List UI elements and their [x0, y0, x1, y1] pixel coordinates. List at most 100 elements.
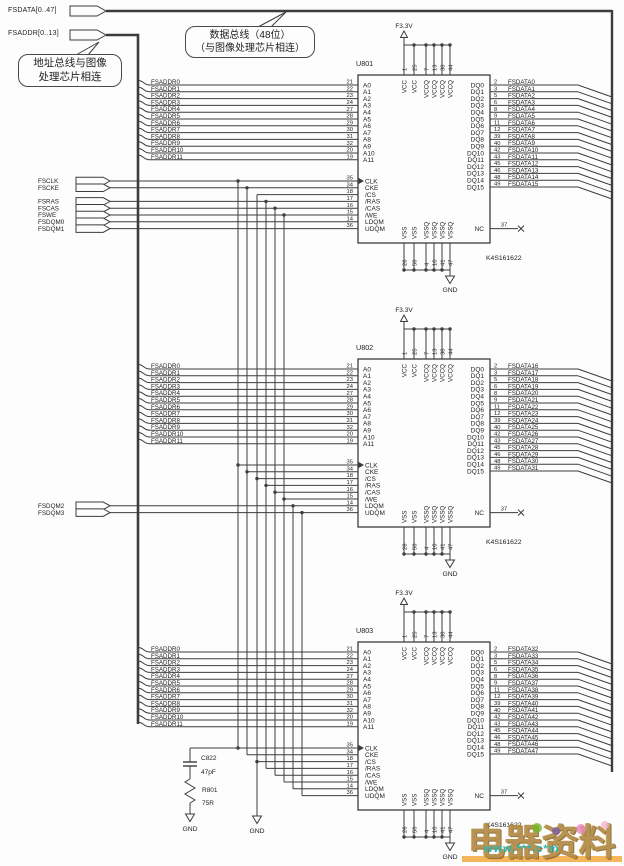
net-label: FSDATA28 — [508, 445, 539, 452]
clock-arrow — [357, 177, 365, 185]
pin-name: A6 — [363, 407, 371, 414]
junction-dot — [424, 610, 428, 614]
pin-number: 49 — [494, 182, 500, 188]
watermark: 电器资料 www.***.c*m — [458, 812, 624, 863]
pin-number: 6 — [494, 384, 497, 390]
pin-name: DQ15 — [467, 751, 484, 758]
pin-number: 14 — [347, 500, 354, 506]
net-label: FSADDR6 — [151, 404, 180, 411]
junction-dot — [412, 43, 416, 47]
pin-name: VSSQ — [424, 506, 431, 523]
pin-number: 24 — [347, 100, 354, 106]
pin-number: 2 — [494, 80, 497, 86]
pin-number: 29 — [347, 404, 353, 410]
pin-number: 17 — [347, 196, 353, 202]
net-label: FSDATA36 — [508, 673, 539, 680]
pin-number: 20 — [347, 148, 353, 154]
addr-branch — [137, 100, 151, 106]
net-label: FSADDR8 — [151, 417, 180, 424]
net-label: FSADDR1 — [151, 370, 180, 377]
net-label: FSADDR9 — [151, 707, 180, 714]
pin-name: VCCQ — [432, 364, 439, 382]
pin-name: VSSQ — [448, 506, 455, 523]
pin-number: 28 — [347, 681, 353, 687]
net-label: FSDATA46 — [508, 741, 539, 748]
dq-diagonal — [577, 746, 613, 760]
junction-dot — [448, 327, 452, 331]
pin-number: 5 — [494, 660, 497, 666]
pin-name: A2 — [363, 663, 371, 670]
junction-dot — [424, 327, 428, 331]
dq-diagonal — [577, 91, 613, 105]
net-label: FSADDR5 — [151, 680, 180, 687]
net-label: FSDATA1 — [508, 86, 535, 93]
pin-number: 8 — [494, 674, 497, 680]
pin-number: 50 — [412, 544, 418, 550]
net-label: FSDATA24 — [508, 417, 539, 424]
dq-diagonal — [577, 118, 613, 132]
watermark-url: www.***.c*m — [484, 843, 560, 855]
net-label: FSDATA20 — [508, 390, 539, 397]
pin-number: 15 — [347, 494, 353, 500]
pin-number: 8 — [494, 391, 497, 397]
pin-number: 17 — [347, 480, 353, 486]
pin-number: 48 — [494, 459, 500, 465]
pin-name: A9 — [363, 428, 371, 435]
watermark-decoration — [532, 823, 542, 833]
net-label: FSDATA38 — [508, 687, 539, 694]
bus-entry-flag — [75, 217, 112, 227]
no-connect-x — [517, 792, 525, 799]
dq-diagonal — [577, 450, 613, 464]
gnd-symbol — [444, 275, 456, 285]
dq-diagonal — [577, 443, 613, 457]
junction-dot — [402, 552, 406, 556]
pin-name: VCCQ — [448, 364, 455, 382]
pin-name: DQ12 — [467, 448, 484, 455]
dq-diagonal — [577, 733, 613, 747]
pin-name: DQ0 — [471, 649, 485, 656]
power-arrow — [399, 29, 409, 38]
pin-name: DQ10 — [467, 150, 484, 157]
pin-number: 25 — [412, 632, 418, 638]
net-label: FSADDR10 — [151, 431, 184, 438]
pin-number: 11 — [494, 120, 500, 126]
pin-name: CLK — [365, 745, 378, 752]
pin-name: VCCQ — [440, 80, 447, 98]
net-label: FSADDR4 — [151, 390, 180, 397]
net-label: FSADDR6 — [151, 687, 180, 694]
addr-branch — [137, 107, 151, 113]
pin-name: DQ4 — [471, 677, 485, 684]
pin-number: 12 — [494, 694, 500, 700]
pin-name: A1 — [363, 373, 371, 380]
addr-branch — [137, 398, 151, 404]
pin-number: 30 — [347, 127, 353, 133]
watermark-decorations — [532, 821, 609, 835]
pin-number: 48 — [494, 742, 500, 748]
pin-name: VCCQ — [448, 647, 455, 665]
pin-number: 18 — [347, 473, 353, 479]
dq-diagonal — [577, 416, 613, 430]
pin-number: 7 — [424, 352, 430, 355]
dq-diagonal — [577, 388, 613, 402]
pin-name: A6 — [363, 123, 371, 130]
callout-addr-bus-line2: 处理芯片相连 — [38, 70, 102, 83]
pin-name: DQ9 — [471, 144, 485, 151]
junction-dot — [432, 610, 436, 614]
pin-name: DQ14 — [467, 178, 484, 185]
net-label: FSDATA12 — [508, 161, 539, 168]
net-label: FSDATA8 — [508, 133, 535, 140]
pin-number: 19 — [347, 721, 353, 727]
pin-number: 35 — [347, 743, 353, 749]
pin-name: A5 — [363, 683, 371, 690]
pin-number: 29 — [347, 120, 353, 126]
chip-part-number: K4S161622 — [486, 822, 522, 829]
pin-name: A4 — [363, 677, 371, 684]
pin-number: 26 — [402, 260, 408, 266]
gnd-symbol — [444, 842, 456, 852]
dq-diagonal — [577, 456, 613, 470]
pin-name: VCCQ — [432, 647, 439, 665]
addr-branch — [137, 694, 151, 701]
pin-number: 35 — [347, 176, 353, 182]
pin-number: 48 — [494, 175, 500, 181]
gnd-label: GND — [442, 571, 457, 578]
